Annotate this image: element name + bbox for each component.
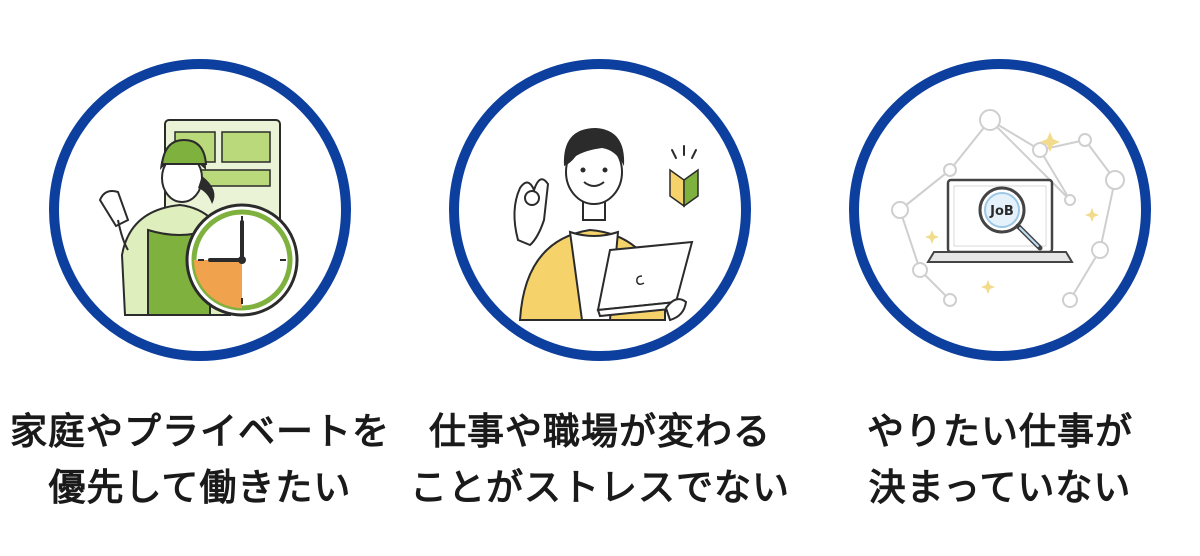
feature-card-change-ok: 仕事や職場が変わる ことがストレスでない	[400, 0, 800, 556]
illustration-circle: JoB	[849, 59, 1151, 361]
caption-line-1: やりたい仕事が	[867, 410, 1133, 453]
job-badge-text: JoB	[989, 204, 1014, 219]
feature-caption: やりたい仕事が 決まっていない	[800, 404, 1200, 516]
beginner-with-laptop-icon	[513, 128, 699, 322]
caption-line-1: 家庭やプライベートを	[10, 410, 390, 453]
caption-line-2: ことがストレスでない	[410, 466, 790, 509]
illustration-circle	[49, 59, 351, 361]
caption-line-1: 仕事や職場が変わる	[429, 410, 771, 453]
caption-line-2: 優先して働きたい	[48, 466, 352, 509]
job-search-laptop-icon: JoB	[891, 109, 1125, 308]
worker-with-clock-icon	[98, 119, 299, 317]
caption-line-2: 決まっていない	[868, 466, 1132, 509]
feature-caption: 家庭やプライベートを 優先して働きたい	[0, 404, 400, 516]
feature-card-work-life: 家庭やプライベートを 優先して働きたい	[0, 0, 400, 556]
feature-card-undecided: JoB やりたい仕事が 決まっていない	[800, 0, 1200, 556]
feature-caption: 仕事や職場が変わる ことがストレスでない	[400, 404, 800, 516]
illustration-circle	[449, 59, 751, 361]
